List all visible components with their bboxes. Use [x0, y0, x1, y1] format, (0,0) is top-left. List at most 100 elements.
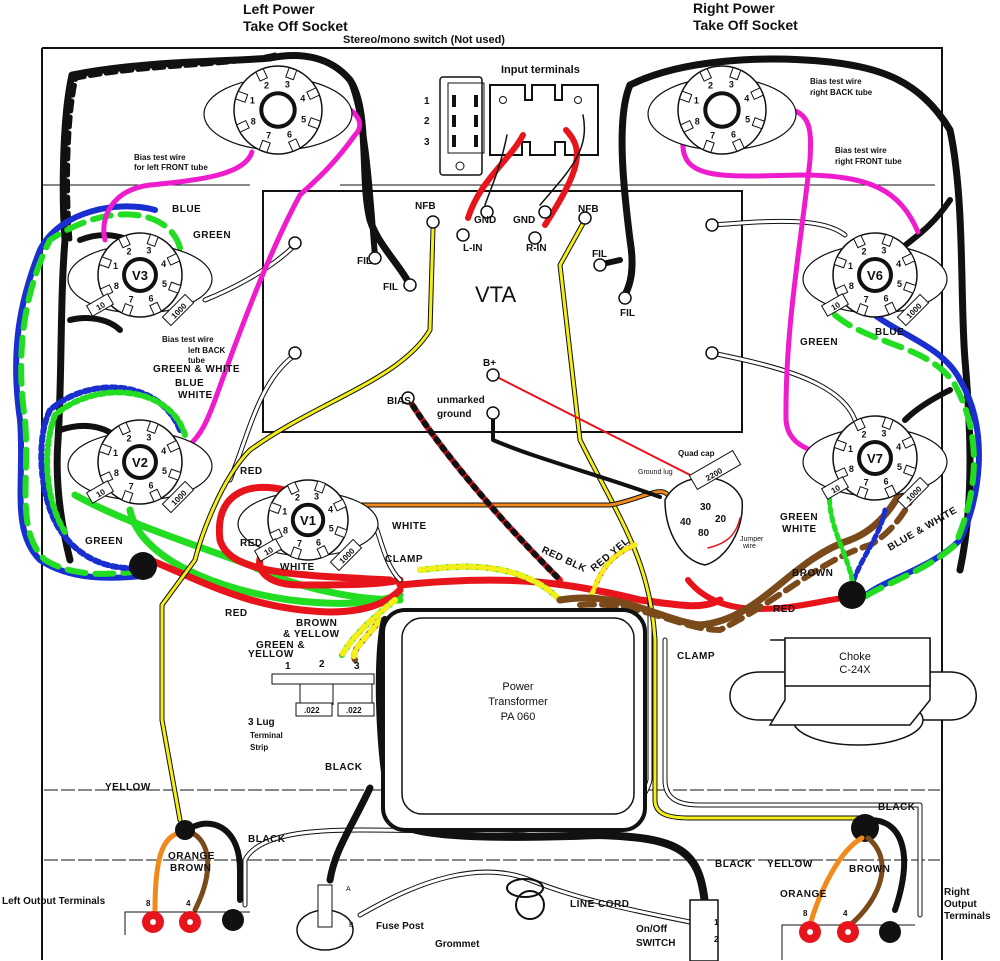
wire-yellow-nfb-left	[160, 226, 435, 822]
socket-lug	[121, 303, 134, 317]
pin-number: 3	[881, 429, 886, 439]
transformer-label: Transformer	[488, 696, 548, 708]
socket-lug	[881, 416, 894, 430]
wire-orange-right	[807, 835, 865, 928]
pin-number: 1	[282, 507, 287, 517]
transformer-model: PA 060	[501, 711, 536, 723]
pin-number: 1	[848, 444, 853, 454]
fil-label: FIL	[383, 282, 398, 293]
socket-lug	[146, 420, 159, 434]
wire-red-yellow	[587, 542, 638, 603]
capacitor-022-a	[295, 702, 333, 717]
wire-brown-right-out	[847, 835, 885, 928]
fil-label: FIL	[357, 256, 372, 267]
wire-red-l-in	[465, 132, 526, 221]
fil-label: FIL	[620, 308, 635, 319]
wire-label: RED	[773, 604, 796, 615]
right-output-label: Right	[944, 887, 970, 898]
wire-label: BLUE	[175, 378, 204, 389]
wire-label: GREEN	[193, 230, 231, 241]
pin-number: 7	[297, 538, 302, 548]
solder-terminal	[528, 231, 542, 245]
wire-green-right	[832, 312, 977, 603]
right-output-label: Output	[944, 899, 977, 910]
socket-lug	[168, 281, 182, 294]
socket-center	[259, 91, 297, 129]
socket-lug	[833, 439, 847, 452]
gnd-left-label: GND	[474, 215, 496, 226]
wire-label: RED	[240, 538, 263, 549]
lug-3: 3	[354, 661, 360, 672]
pin-number: 2	[126, 433, 131, 443]
socket-lug	[166, 439, 181, 453]
socket-lug	[306, 87, 320, 101]
wire-label: BROWN	[792, 568, 833, 579]
quad-cap-terminal-30: 30	[700, 502, 712, 513]
pin-number: 6	[316, 537, 321, 547]
wire-label: BLACK	[325, 762, 363, 773]
socket-lug	[121, 490, 134, 504]
solder-terminal	[288, 346, 302, 360]
resistor-10: 10	[85, 293, 115, 317]
pin-number: 7	[266, 131, 271, 141]
pin-number: 4	[328, 505, 333, 515]
wire-label: BLUE	[172, 204, 201, 215]
wire-label: WHITE	[392, 521, 427, 532]
input-terminals	[489, 84, 599, 156]
choke-label: Choke	[839, 651, 871, 663]
wire-orange-ground	[343, 490, 670, 507]
pin-number: 6	[883, 477, 888, 487]
wire-label: YELLOW	[767, 859, 813, 870]
socket-lug	[856, 303, 869, 317]
ground-lug-label: Ground lug	[638, 469, 673, 476]
note: left BACK	[188, 346, 226, 355]
wire-label: WHITE	[782, 524, 817, 535]
grommet-label: Grommet	[435, 939, 480, 950]
power-switch-label: On/Off	[636, 924, 668, 935]
pin-number: 5	[329, 523, 334, 533]
socket-lug	[881, 233, 894, 247]
socket-lug	[678, 90, 693, 103]
wire-label: & YELLOW	[283, 629, 340, 640]
pin-number: 6	[731, 130, 736, 140]
wire-label: GREEN	[800, 337, 838, 348]
pin-number: 1	[250, 96, 255, 106]
socket-lug	[729, 66, 742, 81]
solder-terminal	[486, 368, 500, 382]
solder-terminal	[538, 205, 552, 219]
tap-4: 4	[843, 909, 848, 918]
solder-terminal	[578, 211, 592, 225]
pin-number: 1	[113, 261, 118, 271]
line-cord-grommet	[506, 878, 545, 920]
fuse-post-label: Fuse Post	[376, 921, 424, 932]
grommet-right	[838, 581, 866, 609]
l-in-label: L-IN	[463, 243, 482, 254]
socket-lug	[334, 525, 348, 539]
fil-label: FIL	[592, 249, 607, 260]
wire-label: RED	[240, 466, 263, 477]
pin-number: 6	[883, 294, 888, 304]
switch-terminal-1: 1	[714, 918, 719, 927]
socket-lug	[255, 68, 269, 82]
fuse-terminal-b: B	[349, 922, 354, 929]
pin-number: 5	[897, 462, 902, 472]
wire-yellow-nfb-right	[558, 218, 862, 820]
wire-label: GREEN &	[256, 640, 305, 651]
right-pto-label: Take Off Socket	[693, 17, 798, 33]
quad-cap-terminal-80: 80	[698, 528, 710, 539]
socket-lug	[856, 486, 869, 500]
wire-blue-white-left	[38, 384, 183, 572]
socket-lug	[702, 139, 715, 154]
wire-label: ORANGE	[168, 851, 215, 862]
socket-lug	[168, 468, 182, 481]
solder-terminal	[401, 391, 415, 405]
vta-board	[262, 190, 743, 433]
bias-label: BIAS	[387, 396, 411, 407]
wire-magenta-bias-right-front	[680, 137, 921, 235]
pin-number: 7	[710, 131, 715, 141]
solder-terminal	[426, 215, 440, 229]
